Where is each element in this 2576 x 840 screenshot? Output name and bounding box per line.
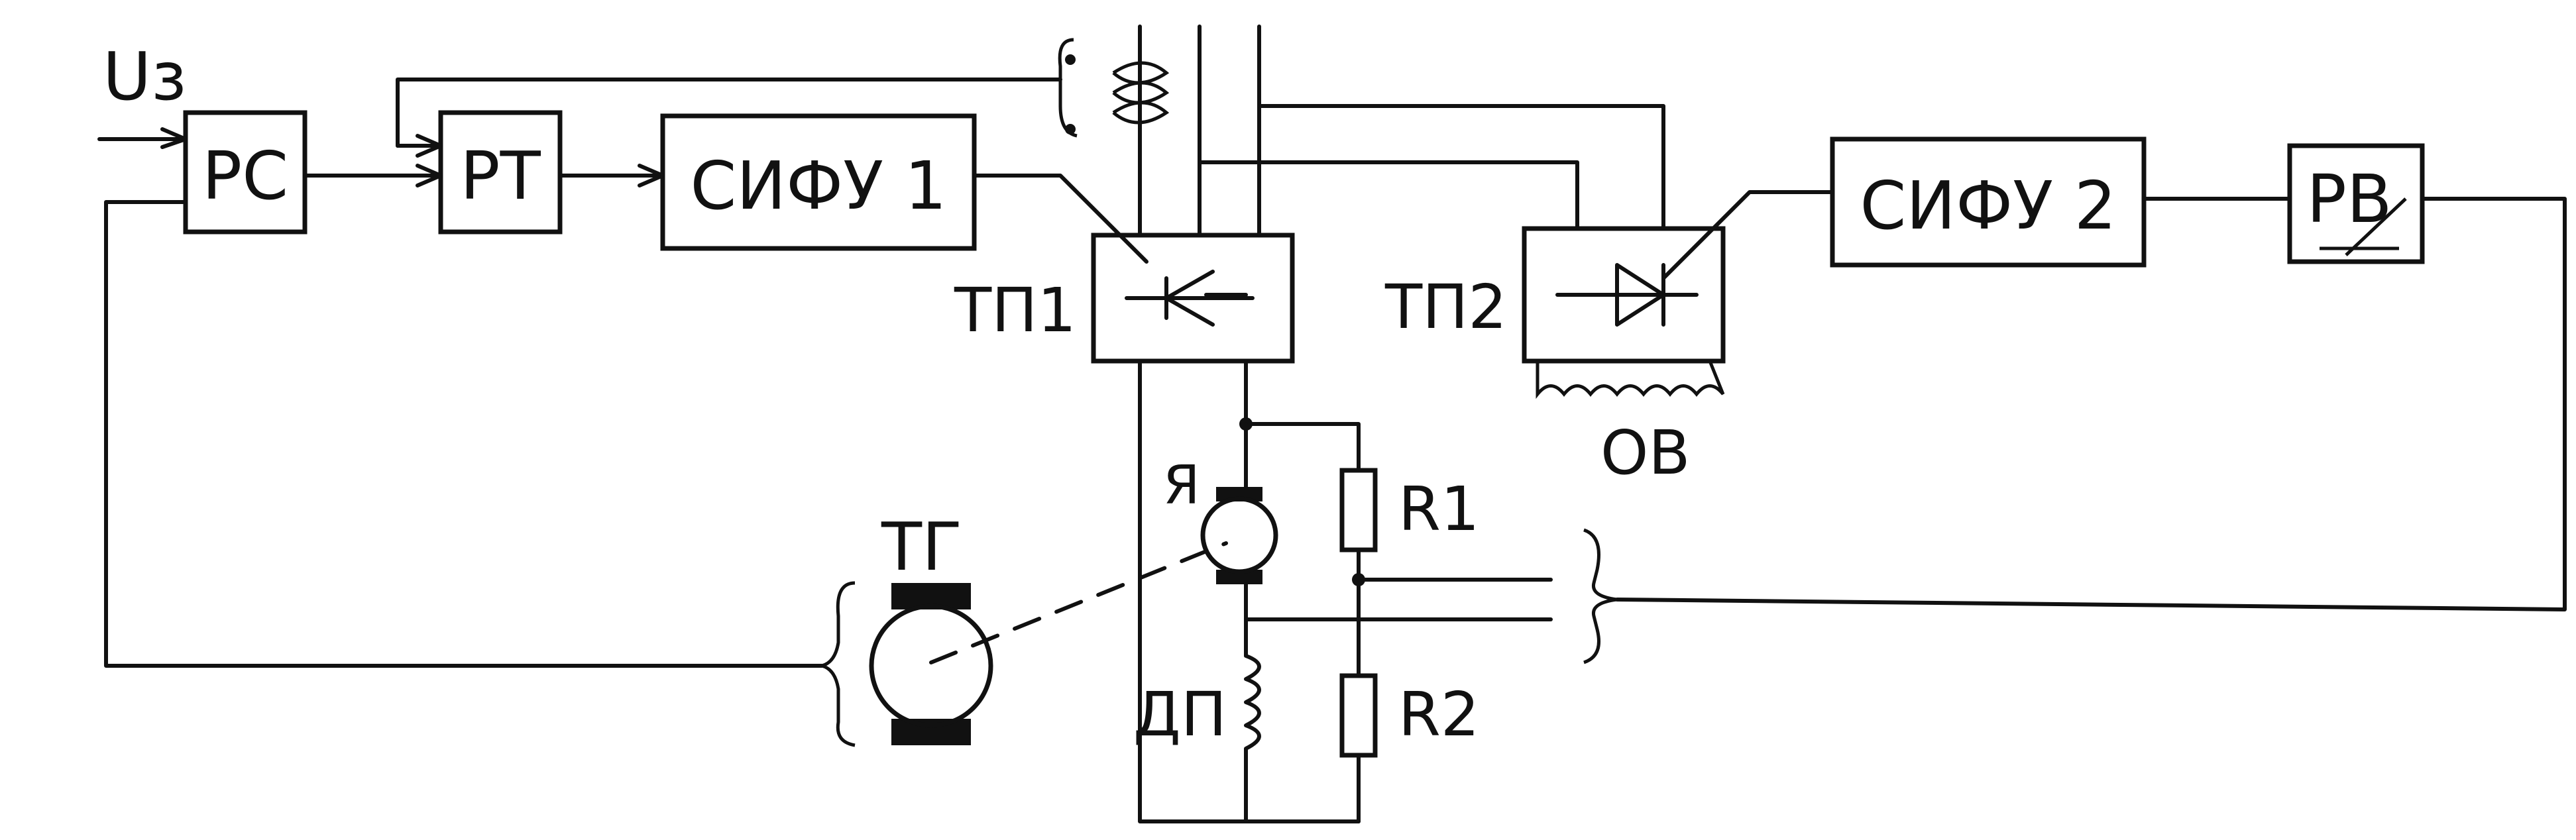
speed-feedback-wire [104, 200, 824, 668]
r2-resistor [1339, 673, 1378, 758]
tp2-thyristor-icon [1555, 263, 1699, 327]
tg-brush-bottom [891, 719, 971, 745]
r1-resistor [1339, 468, 1378, 552]
feedback-bracket [1583, 528, 1618, 664]
field-winding-icon [1536, 360, 1725, 399]
rt-block [438, 110, 563, 235]
uz-label: Uз [103, 38, 186, 115]
sifu2-label: СИФУ 2 [1860, 167, 2116, 244]
supply-tp2-a [1257, 104, 1665, 231]
current-feedback-arrow [396, 134, 443, 158]
sifu2-tp2-control [1661, 190, 1834, 280]
uz-arrow [160, 127, 188, 149]
tg-bracket [821, 581, 856, 747]
sifu1-label: СИФУ 1 [690, 147, 946, 225]
dp-winding-icon [1244, 582, 1261, 823]
rv-block [2287, 143, 2425, 264]
rt-label: РТ [460, 137, 541, 215]
current-feedback-wire [396, 78, 1062, 148]
current-sensor-bracket [1058, 38, 1078, 138]
tachogenerator-icon [869, 604, 993, 728]
armature-left-rail [1138, 359, 1361, 823]
rs-label: РС [202, 137, 288, 215]
ya-label: Я [1163, 454, 1200, 516]
tp2-block [1522, 226, 1726, 364]
supply-tp2-b [1198, 160, 1579, 231]
rt-sifu1-arrow [638, 164, 665, 187]
r1-label: R1 [1398, 474, 1479, 545]
rv-label: РВ [2307, 160, 2392, 238]
tp1-label: ТП1 [954, 275, 1076, 346]
rv-adjust-mark [2320, 197, 2407, 256]
armature-motor-icon [1200, 496, 1278, 574]
rv-feedback-wire [1615, 197, 2567, 611]
shaft-link [929, 541, 1228, 664]
sifu2-block [1830, 136, 2147, 268]
tp1-thyristor-icon [1125, 270, 1255, 327]
current-sensor-coil-icon [1112, 61, 1170, 125]
armature-brush-top [1216, 487, 1262, 501]
rs-rt-arrow [416, 164, 443, 187]
tp2-label: ТП2 [1384, 272, 1507, 342]
sifu1-block [660, 113, 977, 251]
r2-label: R2 [1398, 679, 1479, 750]
sifu1-tp1-control [972, 174, 1148, 264]
dp-label: ДП [1133, 679, 1227, 750]
ov-label: ОВ [1600, 417, 1691, 488]
tg-label: ТГ [881, 508, 962, 586]
tp1-block [1091, 233, 1295, 364]
r1-branch-top [1244, 422, 1361, 472]
rs-block [183, 110, 308, 235]
armature-brush-bottom [1216, 570, 1262, 584]
